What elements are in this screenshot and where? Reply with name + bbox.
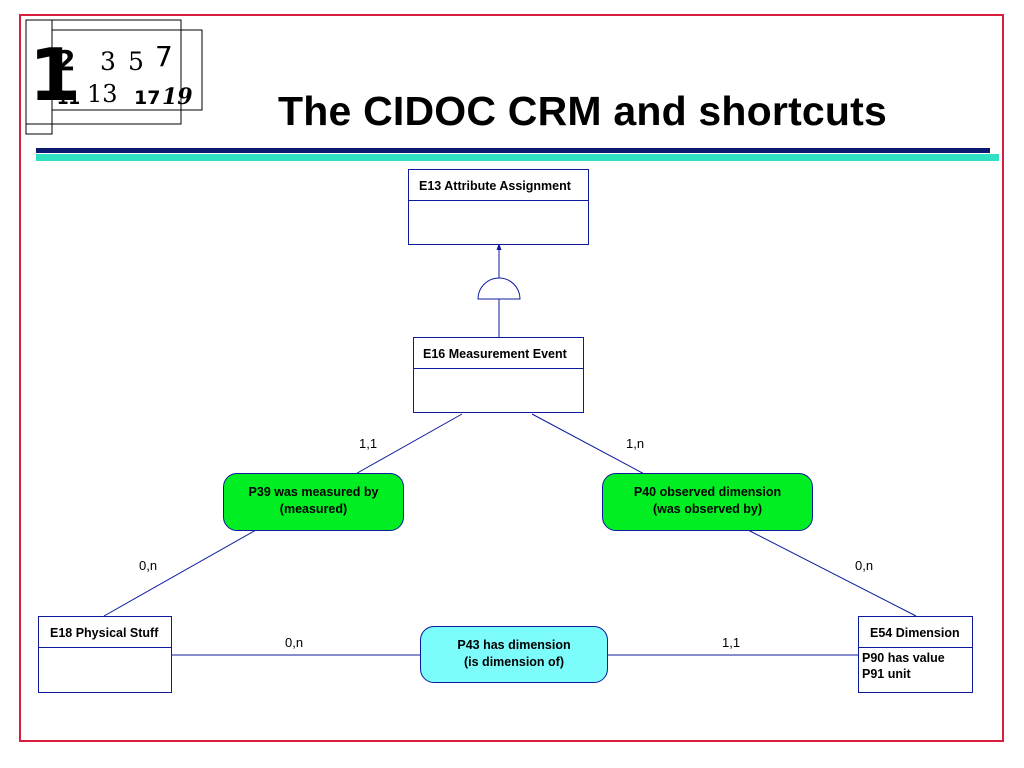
slide-title: The CIDOC CRM and shortcuts	[278, 88, 888, 134]
property-p40-inverse: (was observed by)	[652, 502, 763, 516]
cardinality-p40-e54: 0,n	[855, 558, 874, 573]
link-e16-p40	[531, 413, 649, 477]
class-e54: E54 Dimension P90 has value P91 unit	[858, 616, 973, 693]
link-e16-p39	[351, 413, 463, 477]
property-p39-label: P39 was measured by	[248, 485, 379, 499]
class-e18: E18 Physical Stuff	[38, 616, 172, 693]
property-p39: P39 was measured by (measured)	[223, 473, 404, 531]
logo-numeral-1: 1	[29, 33, 79, 117]
cardinality-e18-p43: 0,n	[285, 635, 304, 650]
property-p39-inverse: (measured)	[279, 502, 348, 516]
property-p40: P40 observed dimension (was observed by)	[602, 473, 813, 531]
class-e54-attr-p91: P91 unit	[862, 667, 911, 681]
title-rule-teal	[36, 154, 999, 161]
isa-symbol	[477, 277, 521, 300]
logo-numeral-19: 19	[162, 84, 193, 110]
property-p43: P43 has dimension (is dimension of)	[420, 626, 608, 683]
class-e54-attr-p90: P90 has value	[862, 651, 945, 665]
link-p40-e54	[747, 529, 917, 617]
class-e54-label: E54 Dimension	[859, 617, 972, 648]
logo-frame-left	[25, 19, 53, 135]
cardinality-p39-e18: 0,n	[139, 558, 158, 573]
cardinality-p43-e54: 1,1	[722, 635, 741, 650]
class-e16: E16 Measurement Event	[413, 337, 584, 413]
class-e18-label: E18 Physical Stuff	[39, 617, 171, 648]
property-p43-inverse: (is dimension of)	[464, 655, 564, 669]
property-p43-label: P43 has dimension	[457, 638, 571, 652]
logo-numeral-13: 13	[87, 80, 118, 108]
logo-numeral-17: 17	[134, 87, 160, 109]
slide-frame	[19, 14, 1004, 742]
logo-numeral-5: 5	[128, 47, 144, 76]
cardinality-e16-p39: 1,1	[359, 436, 378, 451]
logo-numeral-7: 7	[155, 40, 173, 73]
cardinality-e16-p40: 1,n	[626, 436, 645, 451]
class-e13: E13 Attribute Assignment	[408, 169, 589, 245]
class-e16-label: E16 Measurement Event	[414, 338, 583, 369]
isa-arrowhead	[496, 243, 502, 250]
link-p39-e18	[103, 529, 257, 617]
title-rule-navy	[36, 148, 990, 153]
logo-numeral-11: 11	[57, 87, 80, 109]
primes-logo: 1 2 3 5 7 11 13 17 19	[25, 19, 203, 135]
class-e54-body: P90 has value P91 unit	[859, 648, 972, 682]
class-e13-label: E13 Attribute Assignment	[409, 170, 588, 201]
logo-numeral-3: 3	[100, 47, 116, 76]
property-p40-label: P40 observed dimension	[633, 485, 782, 499]
logo-numeral-2: 2	[56, 44, 75, 77]
